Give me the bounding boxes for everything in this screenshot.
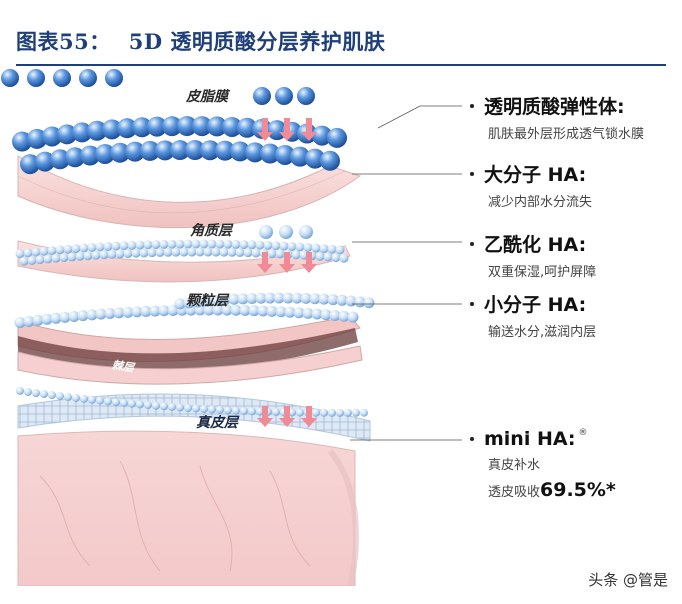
skin-layer-diagram: 皮脂膜 角质层 颗粒层 棘层 真皮层 透明质酸弹性体: 肌肤最外层形成透气锁水膜… — [0, 66, 682, 586]
figure-header: 图表55： 5D 透明质酸分层养护肌肤 — [0, 0, 682, 66]
label-dermis: 真皮层 — [196, 415, 238, 431]
bullet-dot — [470, 301, 474, 306]
registered-mark: ® — [578, 428, 588, 438]
bullet-dot — [470, 103, 474, 108]
figure-caption: 5D 透明质酸分层养护肌肤 — [128, 29, 386, 54]
title-underline — [16, 64, 666, 66]
bullet-dot — [470, 437, 474, 441]
absorption-rate: 69.5%* — [540, 479, 616, 501]
item-acetylated-ha: 乙酰化 HA: 双重保湿,呵护屏障 — [470, 230, 596, 280]
label-granular-layer: 颗粒层 — [186, 293, 228, 309]
sebum-film-layer — [12, 116, 362, 229]
label-spinous-layer: 棘层 — [111, 358, 135, 375]
dermis-layer — [17, 430, 359, 586]
item-small-ha: 小分子 HA: 输送水分,滋润内层 — [470, 290, 596, 340]
stratum-corneum-layer — [15, 239, 351, 283]
bullet-dot — [470, 171, 474, 176]
corneum-beads-cluster — [259, 225, 313, 239]
leader-lines — [350, 105, 462, 441]
item-mini-ha: mini HA:® 真皮补水 透皮吸收69.5%* — [470, 428, 616, 501]
sebum-beads-cluster — [253, 87, 315, 105]
label-sebum-film: 皮脂膜 — [186, 89, 228, 105]
label-stratum-corneum: 角质层 — [190, 223, 232, 239]
figure-number: 图表55： — [16, 29, 111, 54]
item-macro-ha: 大分子 HA: 减少内部水分流失 — [470, 160, 592, 210]
spinous-layer — [16, 386, 371, 442]
penetration-arrows — [257, 118, 317, 427]
item-ha-elastomer: 透明质酸弹性体: 肌肤最外层形成透气锁水膜 — [470, 92, 644, 142]
watermark: 头条 @管是 — [588, 571, 668, 589]
small-ha-beads — [1, 69, 123, 87]
granular-layer — [14, 292, 375, 385]
skin-layers-illustration — [12, 87, 462, 586]
bullet-dot — [470, 241, 474, 246]
figure-title: 图表55： 5D 透明质酸分层养护肌肤 — [16, 26, 385, 56]
